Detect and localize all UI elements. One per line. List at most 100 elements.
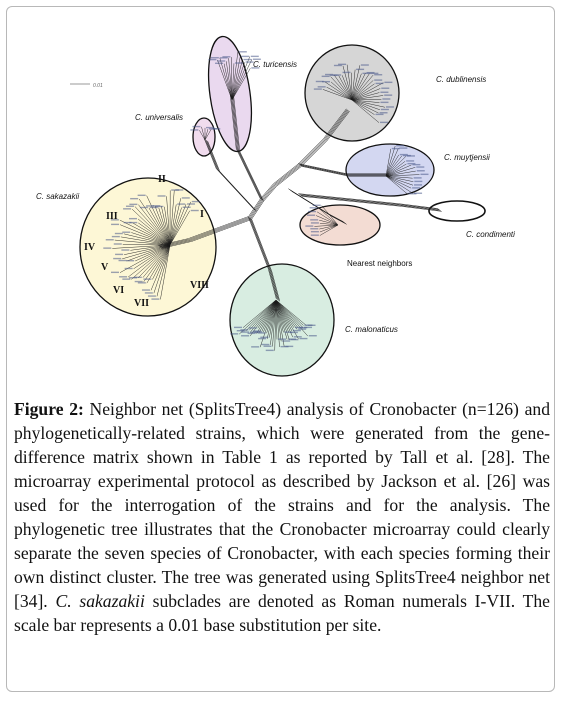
- label-c-dublinensis: C. dublinensis: [436, 75, 486, 84]
- strain-label-mark: [310, 228, 319, 230]
- strain-label-mark: [375, 113, 384, 116]
- strain-label-mark: [125, 205, 134, 207]
- strain-label-mark: [370, 72, 379, 75]
- strain-label-mark: [111, 235, 120, 238]
- strain-label-mark: [241, 331, 250, 333]
- trunk-branch: [300, 140, 326, 166]
- leaf-branch: [169, 190, 175, 246]
- leaf-branch: [385, 155, 403, 177]
- strain-label-mark: [137, 282, 146, 284]
- trunk-branch: [262, 185, 276, 201]
- strain-label-mark: [333, 74, 342, 76]
- link-branch: [236, 149, 262, 200]
- strain-label-mark: [192, 125, 201, 128]
- leaf-branch: [138, 222, 171, 246]
- link-branch: [269, 269, 279, 301]
- strain-label-mark: [149, 206, 158, 209]
- leaf-branch: [385, 175, 414, 182]
- link-branch: [247, 216, 269, 269]
- leaf-branch: [146, 244, 171, 284]
- leaf-branch: [385, 154, 399, 177]
- trunk-branch: [274, 164, 300, 185]
- strain-label-mark: [146, 205, 155, 207]
- leaf-branch: [199, 130, 206, 141]
- leaf-branch: [259, 299, 277, 333]
- label-c-universalis: C. universalis: [135, 113, 183, 122]
- link-branch: [188, 216, 249, 239]
- strain-label-mark: [217, 60, 226, 62]
- strain-label-mark: [118, 259, 127, 262]
- subclade-IV: IV: [84, 242, 96, 253]
- leaf-branch: [330, 76, 353, 101]
- strain-label-mark: [111, 223, 120, 226]
- trunk-branch: [301, 141, 327, 167]
- strain-label-mark: [412, 187, 421, 189]
- cluster-nearest-neighbors: [299, 204, 381, 246]
- leaf-branch: [351, 72, 366, 101]
- leaf-branch: [385, 175, 414, 194]
- figure-caption: Figure 2: Neighbor net (SplitsTree4) ana…: [14, 397, 550, 637]
- strain-label-mark: [360, 64, 369, 66]
- leaf-branch: [122, 244, 171, 246]
- leaf-branch: [131, 208, 171, 246]
- strain-label-mark: [420, 173, 429, 176]
- strain-label-mark: [157, 195, 166, 197]
- leaf-branch: [321, 205, 339, 226]
- leaf-branch: [266, 299, 277, 334]
- strain-label-mark: [385, 106, 394, 108]
- link-branch: [189, 217, 250, 240]
- strain-label-mark: [248, 327, 257, 329]
- leaf-branch: [385, 163, 407, 177]
- link-branch: [239, 151, 265, 202]
- link-branch: [248, 217, 270, 270]
- strain-label-mark: [299, 337, 308, 340]
- leaf-branch: [219, 57, 233, 101]
- leaf-branch: [132, 222, 171, 246]
- strain-label-mark: [313, 88, 322, 90]
- leaf-branch: [169, 210, 190, 246]
- strain-label-mark: [191, 200, 200, 203]
- strain-label-mark: [119, 276, 128, 278]
- trunk-branch: [250, 200, 264, 219]
- leaf-branch: [142, 244, 171, 278]
- leaf-branch: [319, 223, 339, 226]
- strain-label-mark: [288, 338, 297, 340]
- leaf-branch: [166, 196, 171, 246]
- strain-label-mark: [366, 71, 375, 74]
- leaf-branch: [158, 207, 171, 246]
- strain-label-mark: [391, 147, 400, 150]
- leaf-branch: [322, 89, 353, 101]
- link-branch: [231, 95, 239, 151]
- leaf-branch: [249, 299, 277, 337]
- leaf-branch: [275, 299, 295, 328]
- leaf-branch: [223, 63, 233, 101]
- link-branch: [238, 150, 264, 201]
- strain-label-mark: [129, 277, 138, 279]
- network-branches: [112, 52, 442, 351]
- link-branch: [207, 141, 221, 172]
- link-branch: [298, 193, 399, 204]
- strain-label-mark: [251, 67, 260, 69]
- strain-label-mark: [134, 280, 143, 283]
- strain-label-mark: [123, 208, 132, 210]
- link-branch: [268, 269, 278, 300]
- leaf-branch: [275, 299, 304, 326]
- strain-label-mark: [175, 189, 184, 191]
- link-branch: [299, 164, 348, 175]
- strain-label-mark: [129, 203, 138, 206]
- strain-label-mark: [396, 144, 405, 147]
- strain-label-mark: [260, 336, 269, 338]
- strain-label-mark: [177, 203, 186, 205]
- strain-label-mark: [139, 206, 148, 209]
- strain-label-mark: [250, 55, 259, 58]
- strain-label-mark: [123, 221, 132, 224]
- leaf-branch: [275, 299, 298, 330]
- leaf-branch: [263, 299, 277, 333]
- trunk-branch: [323, 108, 347, 139]
- strain-label-mark: [412, 163, 421, 166]
- leaf-branch: [351, 83, 375, 101]
- leaf-branch: [122, 244, 171, 260]
- link-branch: [299, 164, 349, 176]
- label-c-malonaticus: C. malonaticus: [345, 325, 398, 334]
- leaf-branch: [275, 299, 288, 340]
